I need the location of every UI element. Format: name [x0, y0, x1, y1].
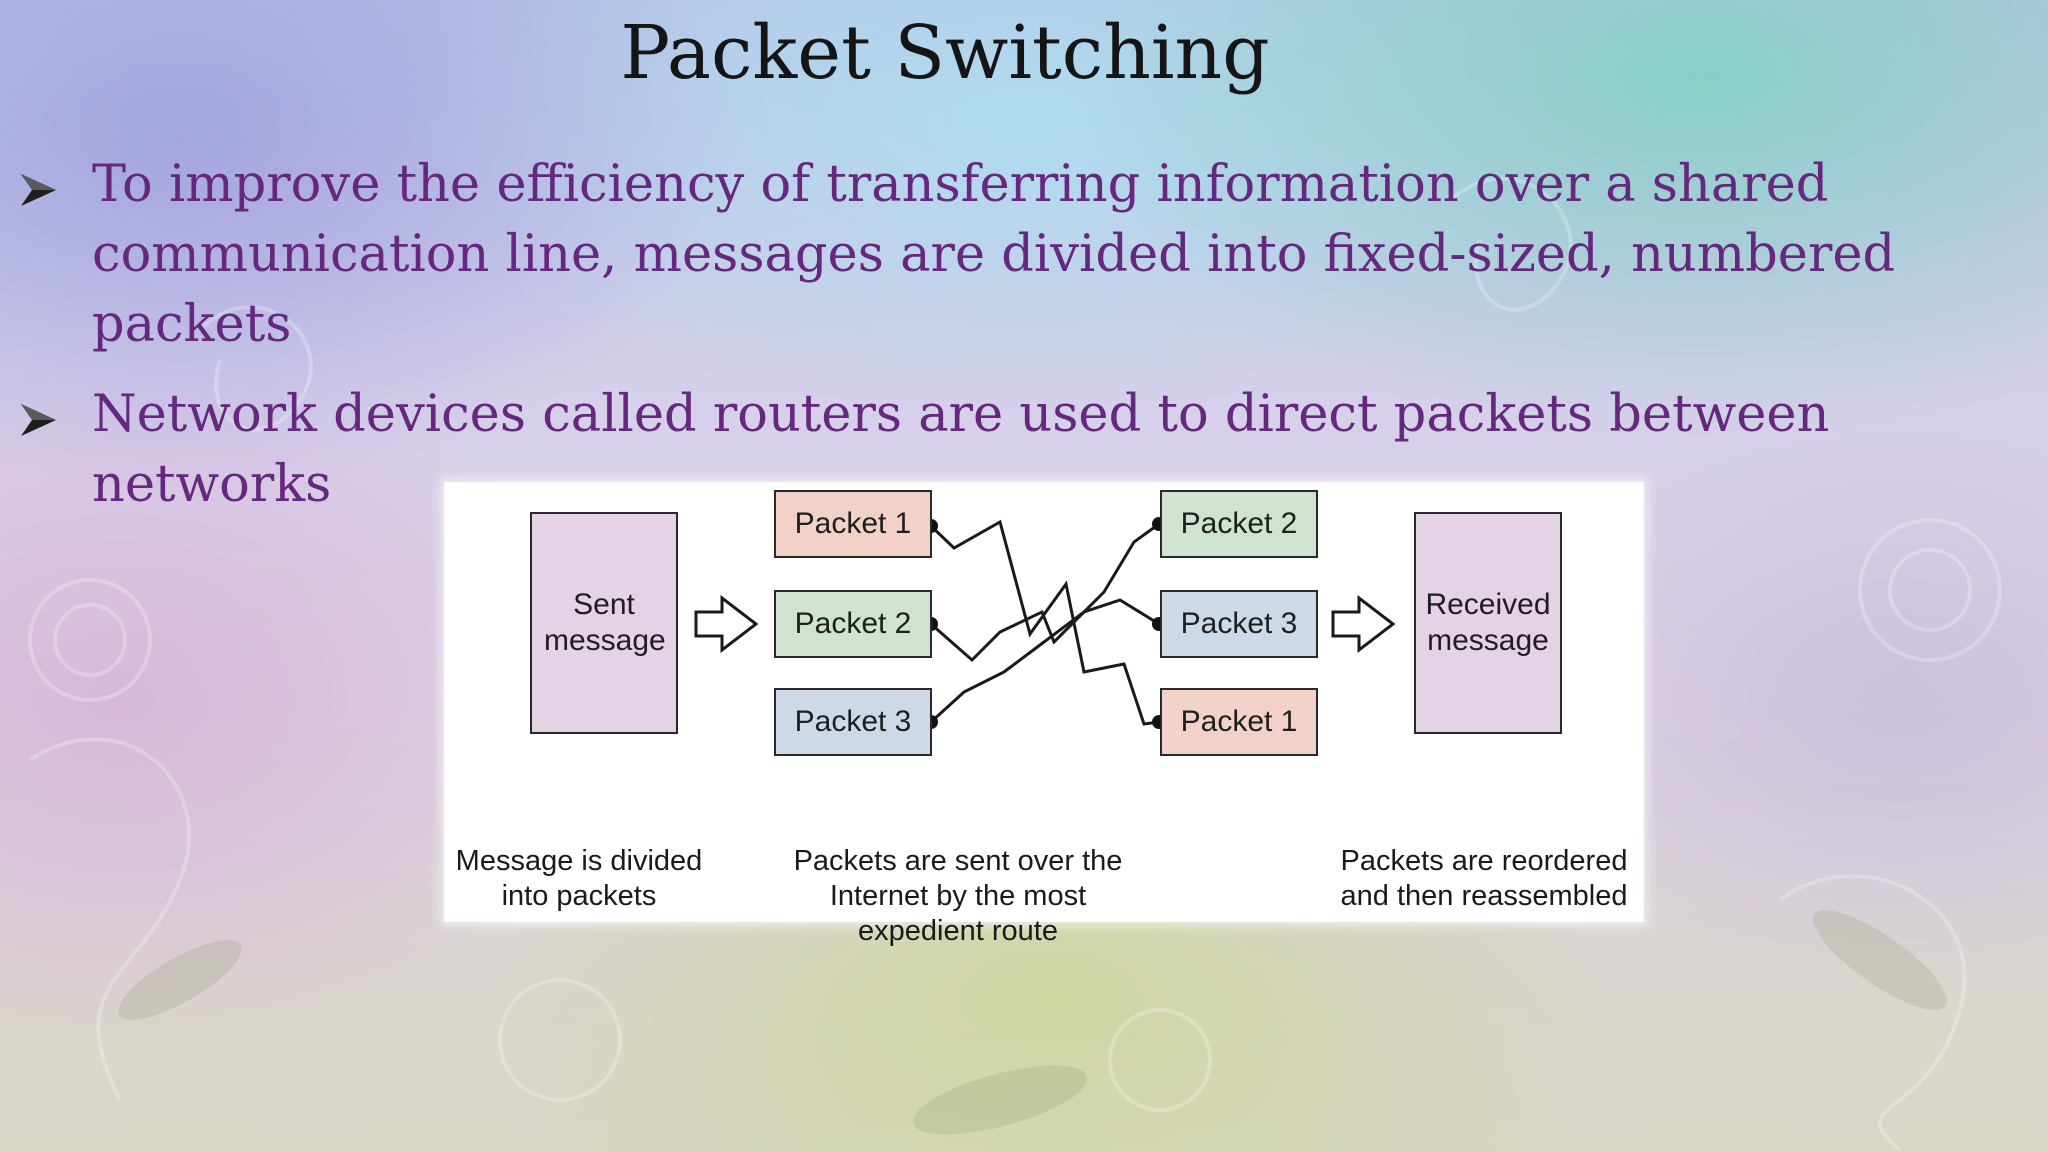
packet-label: Packet 3: [794, 705, 912, 738]
left-packet-2: Packet 2: [774, 590, 932, 658]
right-arrow-icon: [694, 594, 1396, 654]
packet-switching-diagram: Sent message Packet 1 Packet 2 Packet 3 …: [444, 482, 1644, 947]
arrowhead-bullet-icon: [21, 174, 56, 206]
bullet-list: To improve the efficiency of transferrin…: [18, 150, 2028, 540]
left-packet-3: Packet 3: [774, 688, 932, 756]
packet-label: Packet 2: [794, 607, 912, 640]
packet-label: Packet 2: [1180, 507, 1298, 540]
received-message-label: Received message: [1425, 588, 1551, 657]
caption-reassembled: Packets are reordered and then reassembl…: [1340, 845, 1628, 912]
right-packet-3: Packet 3: [1160, 590, 1318, 658]
packet-label: Packet 1: [794, 507, 912, 540]
packet-label: Packet 1: [1180, 705, 1298, 738]
sent-message-box: Sent message: [530, 512, 678, 734]
page-title: Packet Switching: [620, 10, 1270, 96]
bullet-item: Network devices called routers are used …: [18, 380, 2028, 520]
left-packet-1: Packet 1: [774, 490, 932, 558]
bullet-text: To improve the efficiency of transferrin…: [92, 155, 1896, 354]
caption-sent: Packets are sent over the Internet by th…: [793, 845, 1123, 947]
caption-divided: Message is divided into packets: [455, 845, 703, 912]
bullet-text: Network devices called routers are used …: [92, 385, 1830, 514]
bullet-item: To improve the efficiency of transferrin…: [18, 150, 2028, 360]
packet-label: Packet 3: [1180, 607, 1298, 640]
right-packet-2: Packet 2: [1160, 490, 1318, 558]
arrowhead-bullet-icon: [21, 404, 56, 436]
sent-message-label: Sent message: [544, 588, 666, 657]
right-packet-1: Packet 1: [1160, 688, 1318, 756]
received-message-box: Received message: [1414, 512, 1562, 734]
